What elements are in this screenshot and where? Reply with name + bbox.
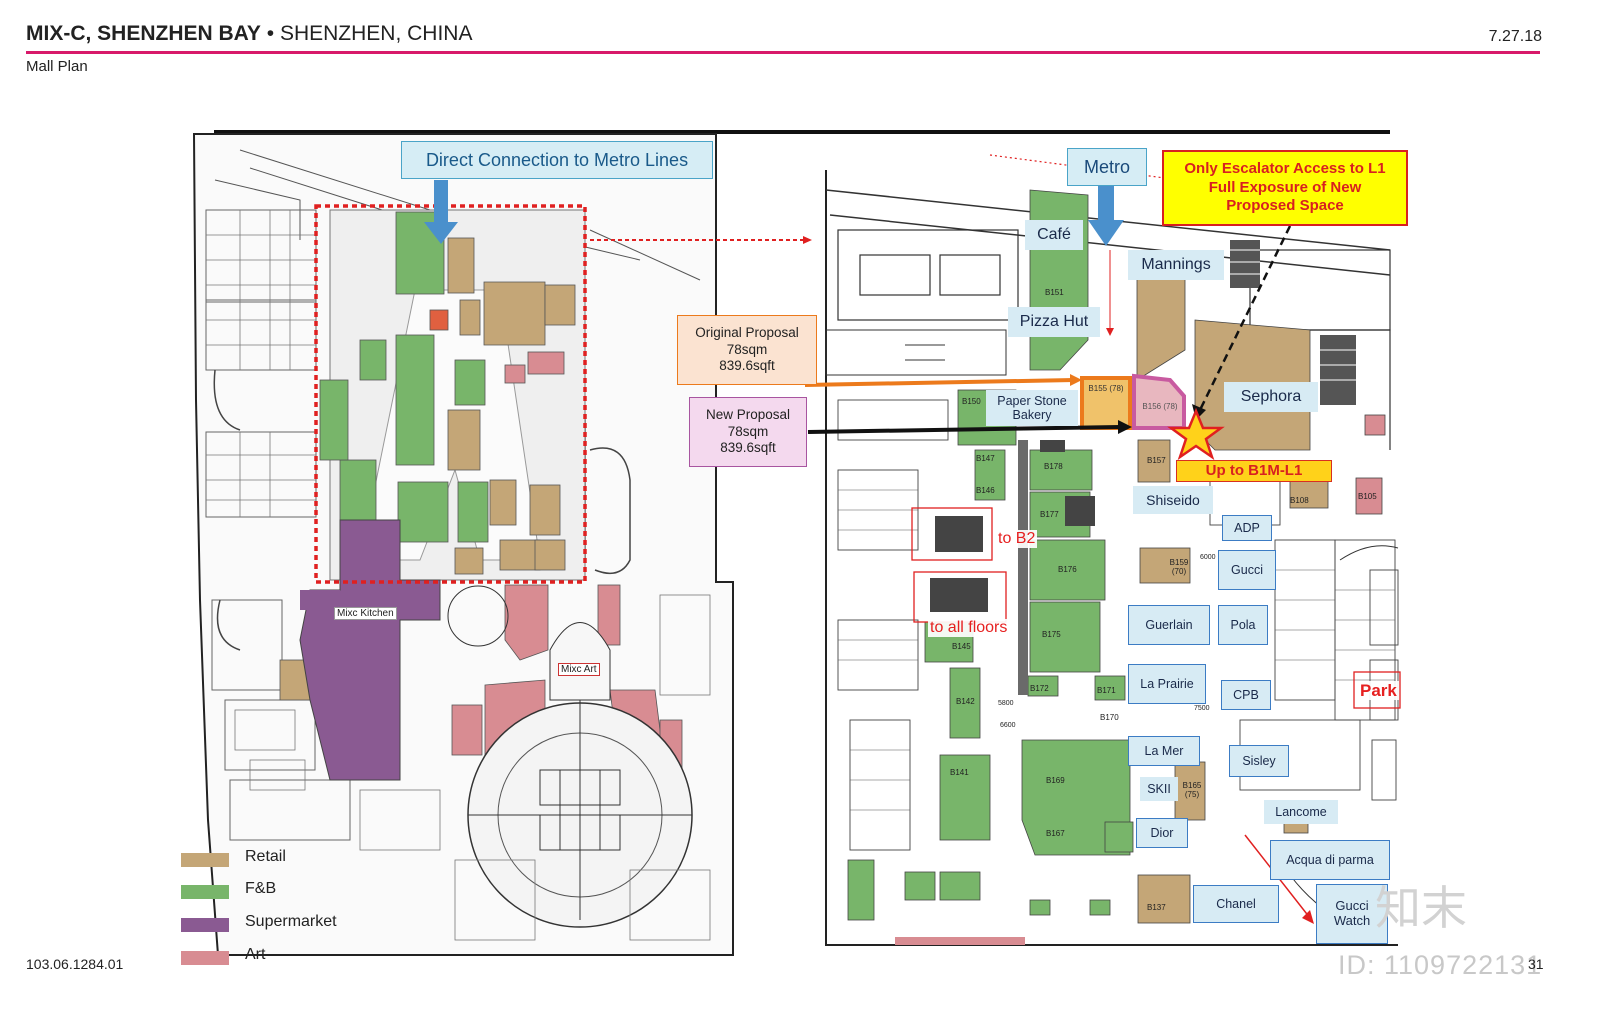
unit-b176: B176: [1058, 565, 1077, 574]
dim-6000: 6000: [1200, 554, 1216, 561]
metro-label: Metro: [1067, 148, 1147, 186]
original-proposal-sqft: 839.6sqft: [719, 358, 775, 374]
store-cpb: CPB: [1221, 680, 1271, 710]
store-sephora: Sephora: [1224, 382, 1318, 412]
store-la-mer: La Mer: [1128, 736, 1200, 766]
unit-b150: B150: [962, 397, 981, 406]
store-pizza-hut: Pizza Hut: [1008, 307, 1100, 337]
unit-b170: B170: [1100, 713, 1119, 722]
store-dior: Dior: [1136, 818, 1188, 848]
unit-b157: B157: [1147, 456, 1166, 465]
legend-label-retail: Retail: [245, 848, 286, 865]
legend-swatch-retail: [181, 853, 229, 867]
legend-label-supermarket: Supermarket: [245, 913, 337, 930]
project-name: MIX-C, SHENZHEN BAY: [26, 22, 261, 45]
store-chanel: Chanel: [1193, 885, 1279, 923]
original-unit: [1080, 376, 1132, 430]
document-number: 103.06.1284.01: [26, 956, 124, 972]
original-proposal-title: Original Proposal: [695, 324, 799, 340]
legend-label-fnb: F&B: [245, 880, 277, 897]
new-proposal-title: New Proposal: [705, 406, 791, 422]
page-subtitle: Mall Plan: [26, 58, 88, 75]
header-rule: [26, 51, 1540, 54]
unit-b175: B175: [1042, 630, 1061, 639]
store-gucci: Gucci: [1218, 550, 1276, 590]
unit-b147: B147: [976, 454, 995, 463]
left-plan: [192, 133, 812, 956]
title-separator: •: [260, 22, 280, 45]
unit-b137: B137: [1147, 903, 1166, 912]
unit-b177: B177: [1040, 510, 1059, 519]
unit-b105: B105: [1358, 492, 1377, 501]
unit-b165: B165 (75): [1182, 781, 1202, 799]
store-la-prairie: La Prairie: [1128, 664, 1206, 704]
page-title: MIX-C, SHENZHEN BAY • SHENZHEN, CHINA: [26, 22, 472, 46]
unit-b141: B141: [950, 768, 969, 777]
metro-connection-callout: Direct Connection to Metro Lines: [401, 141, 713, 179]
unit-b142: B142: [956, 697, 975, 706]
dim-5800: 5800: [998, 700, 1014, 707]
dim-7500: 7500: [1194, 705, 1210, 712]
original-proposal-sqm: 78sqm: [726, 341, 768, 357]
store-adp: ADP: [1222, 515, 1272, 541]
new-proposal-sqm: 78sqm: [727, 423, 769, 439]
unit-b172: B172: [1030, 684, 1049, 693]
original-proposal-box: Original Proposal 78sqm 839.6sqft: [677, 315, 817, 385]
unit-b169: B169: [1046, 776, 1065, 785]
escalator-note-line-3: Proposed Space: [1226, 197, 1344, 215]
unit-b146: B146: [976, 486, 995, 495]
escalator-note-line-1: Only Escalator Access to L1: [1184, 159, 1386, 177]
mixc-art-label: Mixc Art: [558, 663, 600, 676]
up-to-b1m-label: Up to B1M-L1: [1176, 460, 1332, 482]
new-proposal-sqft: 839.6sqft: [720, 440, 776, 456]
new-unit: [1132, 373, 1186, 430]
legend-swatch-fnb: [181, 885, 229, 899]
store-gucci-watch: Gucci Watch: [1316, 884, 1388, 944]
store-pola: Pola: [1218, 605, 1268, 645]
new-proposal-box: New Proposal 78sqm 839.6sqft: [689, 397, 807, 467]
store-shiseido: Shiseido: [1133, 486, 1213, 514]
store-skii: SKII: [1140, 777, 1178, 801]
store-guerlain: Guerlain: [1128, 605, 1210, 645]
dim-6600: 6600: [1000, 722, 1016, 729]
escalator-note-line-2: Full Exposure of New: [1208, 178, 1362, 196]
mixc-kitchen-label: Mixc Kitchen: [334, 607, 397, 620]
store-mannings: Mannings: [1128, 250, 1224, 280]
store-cafe: Café: [1025, 220, 1083, 250]
unit-b178: B178: [1044, 462, 1063, 471]
parking-label: Park: [1358, 681, 1399, 700]
store-acqua-di-parma: Acqua di parma: [1270, 840, 1390, 880]
legend-swatch-art: [181, 951, 229, 965]
legend-label-art: Art: [245, 946, 266, 963]
unit-b145: B145: [952, 642, 971, 651]
watermark-id: ID: 1109722131: [1338, 950, 1543, 980]
unit-b167: B167: [1046, 829, 1065, 838]
unit-b159: B159 (70): [1169, 558, 1189, 576]
to-b2-label: to B2: [996, 530, 1038, 548]
page-number: 31: [1528, 956, 1544, 972]
unit-b156: B156 (78): [1142, 402, 1178, 411]
unit-b171: B171: [1097, 686, 1116, 695]
escalator-access-note: Only Escalator Access to L1 Full Exposur…: [1162, 150, 1408, 226]
project-location: SHENZHEN, CHINA: [279, 22, 473, 45]
watermark-logo: 知末: [1375, 881, 1467, 935]
store-paper-stone-bakery: Paper Stone Bakery: [986, 390, 1078, 426]
escalator-star-icon: [1167, 407, 1225, 461]
unit-b108: B108: [1290, 496, 1309, 505]
unit-b151: B151: [1045, 288, 1064, 297]
store-sisley: Sisley: [1229, 745, 1289, 777]
legend-swatch-supermarket: [181, 918, 229, 932]
header-date: 7.27.18: [1488, 28, 1542, 45]
to-all-floors-label: to all floors: [928, 619, 1010, 637]
focus-frame: [314, 204, 587, 584]
right-plan: [804, 154, 1401, 946]
unit-b155: B155 (78): [1088, 384, 1124, 393]
store-lancome: Lancome: [1264, 800, 1338, 824]
